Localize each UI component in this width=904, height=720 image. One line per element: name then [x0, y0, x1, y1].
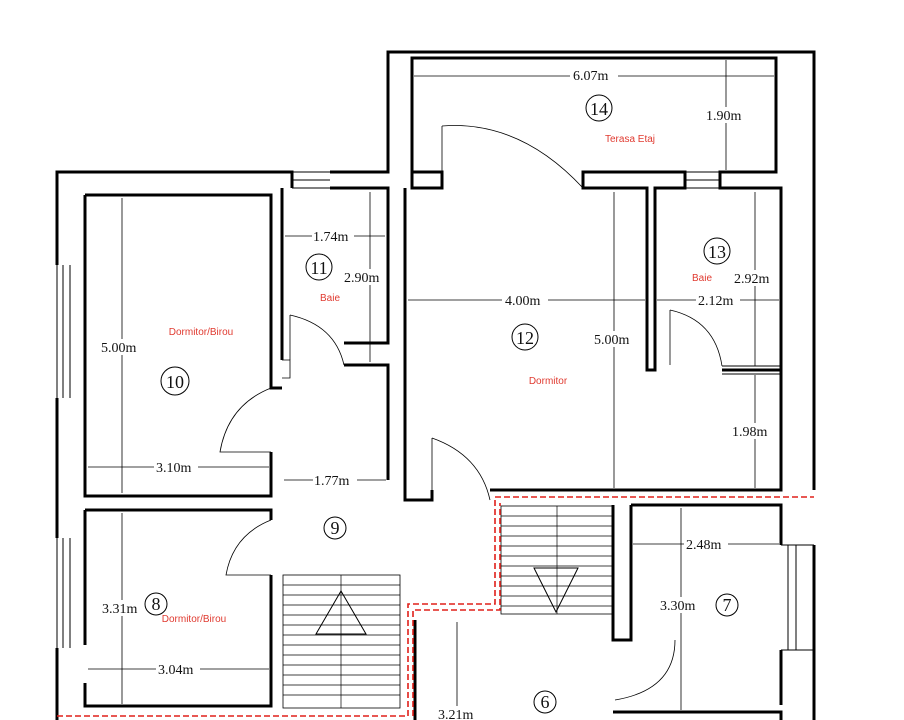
dim-room7-depth: 3.30m	[660, 599, 696, 614]
room-number-10: 10	[166, 372, 184, 392]
dim-room6-depth: 3.21m	[438, 708, 474, 720]
room-name-10: Dormitor/Birou	[169, 327, 233, 338]
stairs-upper	[500, 505, 614, 615]
dim-terrace-width: 6.07m	[573, 69, 609, 84]
dim-bedroom12-depth: 5.00m	[594, 333, 630, 348]
dim-bath13-width: 2.12m	[698, 294, 734, 309]
dim-closet-depth: 1.98m	[732, 425, 768, 440]
dim-bath13-depth: 2.92m	[734, 272, 770, 287]
dim-bedroom8-width: 3.04m	[158, 663, 194, 678]
stairs-lower	[282, 574, 401, 709]
dim-bath11-width: 1.74m	[313, 230, 349, 245]
dim-terrace-depth: 1.90m	[706, 109, 742, 124]
dim-room7-width: 2.48m	[686, 538, 722, 553]
dim-bedroom8-depth: 3.31m	[102, 602, 138, 617]
dimension-labels: 6.07m 1.90m 1.74m 2.90m 4.00m 5.00m 2.12…	[99, 67, 777, 720]
room-names: Terasa Etaj Baie Dormitor Baie Dormitor/…	[162, 134, 713, 625]
room-number-8: 8	[152, 594, 161, 614]
dim-bedroom10-depth: 5.00m	[101, 341, 137, 356]
dim-bedroom10-width: 3.10m	[156, 461, 192, 476]
dim-bedroom12-width: 4.00m	[505, 294, 541, 309]
room-numbers: 14 13 12 11 10 9 8 7 6	[144, 94, 739, 714]
room-number-6: 6	[541, 692, 550, 712]
dim-hall-width: 1.77m	[314, 474, 350, 489]
room-number-12: 12	[516, 328, 534, 348]
red-boundary-line	[57, 496, 814, 717]
room-name-13: Baie	[692, 273, 712, 284]
room-name-12: Dormitor	[529, 376, 568, 387]
room-number-14: 14	[590, 99, 608, 119]
room-number-11: 11	[310, 258, 327, 278]
room-number-7: 7	[723, 595, 732, 615]
room-number-13: 13	[708, 242, 726, 262]
doors	[219, 125, 723, 701]
walls	[55, 50, 816, 720]
room-name-14: Terasa Etaj	[605, 134, 655, 145]
room-name-11: Baie	[320, 293, 340, 304]
dim-bath11-depth: 2.90m	[344, 271, 380, 286]
room-number-9: 9	[331, 518, 340, 538]
room-name-8: Dormitor/Birou	[162, 614, 226, 625]
red-boundary-inner	[412, 503, 501, 716]
